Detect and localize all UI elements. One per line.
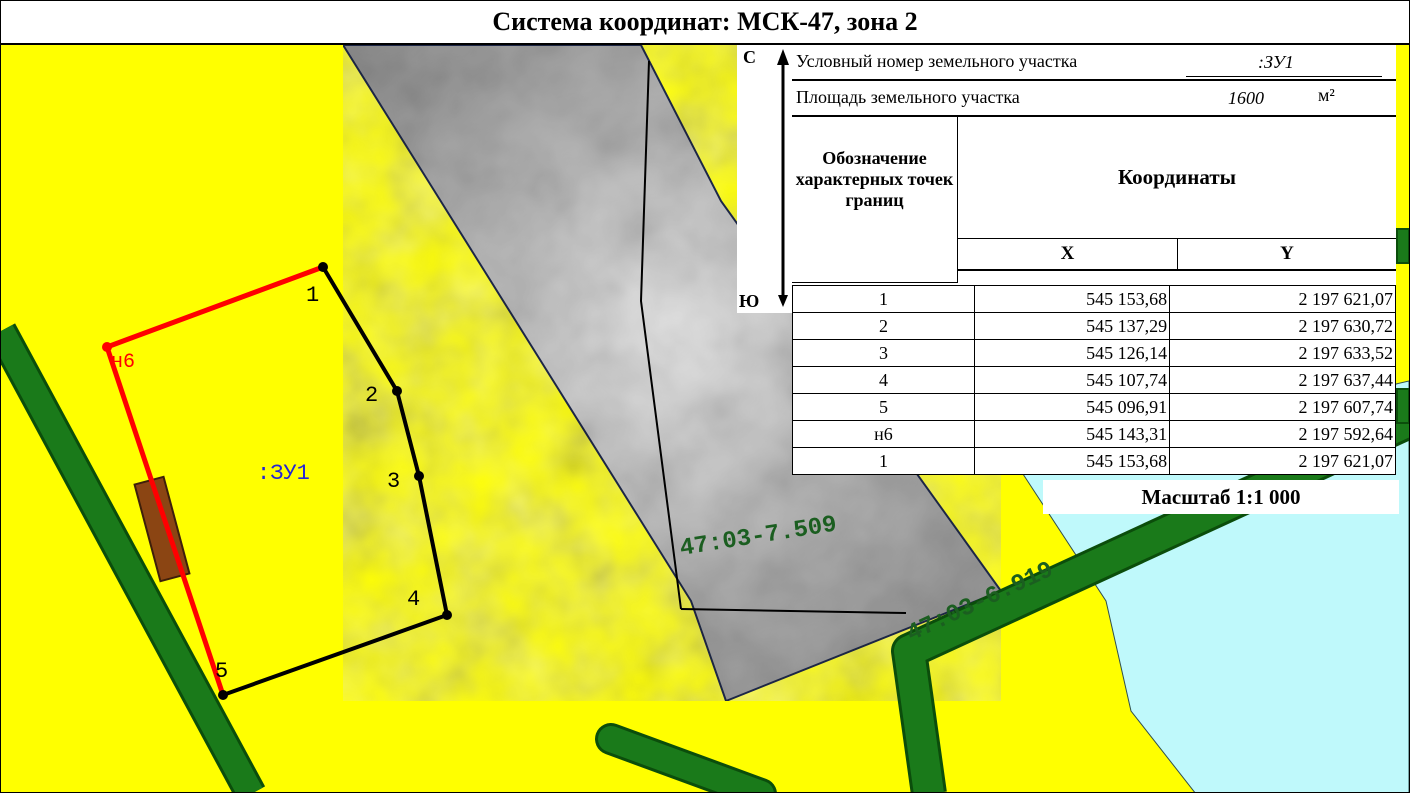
- y-cell: 2 197 607,74: [1169, 393, 1396, 421]
- x-cell: 545 096,91: [973, 393, 1171, 421]
- point-label: 3: [387, 469, 400, 494]
- x-cell: 545 137,29: [973, 312, 1171, 340]
- y-cell: 2 197 630,72: [1169, 312, 1396, 340]
- orthophoto-cut-line-vertical: [639, 60, 682, 610]
- x-cell: 545 107,74: [973, 366, 1171, 394]
- south-label: Ю: [739, 291, 760, 311]
- point-cell: 1: [792, 447, 975, 475]
- boundary-point-new[interactable]: [102, 342, 112, 352]
- y-cell: 2 197 637,44: [1169, 366, 1396, 394]
- road-stub-right-mid: [1396, 388, 1409, 424]
- boundary-point[interactable]: [218, 690, 228, 700]
- road-left-fill: [1, 324, 263, 792]
- y-cell: 2 197 633,52: [1169, 339, 1396, 367]
- boundary-point[interactable]: [392, 386, 402, 396]
- road-stub-right-top: [1396, 228, 1409, 264]
- north-arrow: С Ю: [737, 45, 795, 313]
- parcel-number-underline: [1186, 76, 1382, 77]
- point-label: 5: [215, 659, 228, 684]
- orthophoto-cut-line-horizontal: [680, 608, 907, 614]
- header-point-designation: Обозначение характерных точек границ: [792, 117, 958, 283]
- point-cell: 4: [792, 366, 975, 394]
- north-label: С: [743, 47, 756, 67]
- x-cell: 545 153,68: [973, 285, 1171, 313]
- boundary-point[interactable]: [318, 262, 328, 272]
- point-cell: 1: [792, 285, 975, 313]
- parcel-area-value: 1600: [1228, 88, 1264, 108]
- point-cell: 2: [792, 312, 975, 340]
- point-label: 4: [407, 587, 420, 612]
- point-cell: 5: [792, 393, 975, 421]
- boundary-point[interactable]: [414, 471, 424, 481]
- y-cell: 2 197 621,07: [1169, 447, 1396, 475]
- point-label-new: н6: [111, 351, 135, 374]
- road-bottom-fill: [598, 726, 774, 792]
- coords-table-header: Обозначение характерных точек границ Коо…: [792, 117, 1396, 285]
- parcel-info-panel: Условный номер земельного участка :ЗУ1 П…: [792, 45, 1396, 475]
- parcel-label: :ЗУ1: [257, 461, 310, 486]
- point-label: 2: [365, 383, 378, 408]
- y-cell: 2 197 592,64: [1169, 420, 1396, 448]
- boundary-point[interactable]: [442, 610, 452, 620]
- header-x: X: [958, 238, 1178, 271]
- parcel-number-label: Условный номер земельного участка: [796, 51, 1078, 71]
- x-cell: 545 153,68: [973, 447, 1171, 475]
- header-y: Y: [1178, 238, 1396, 271]
- parcel-area-unit: м²: [1318, 85, 1335, 105]
- parcel-number-value: :ЗУ1: [1258, 52, 1294, 72]
- scale-label: Масштаб 1:1 000: [1043, 480, 1399, 514]
- x-cell: 545 126,14: [973, 339, 1171, 367]
- point-cell: 3: [792, 339, 975, 367]
- x-cell: 545 143,31: [973, 420, 1171, 448]
- point-label: 1: [306, 283, 319, 308]
- point-cell: н6: [792, 420, 975, 448]
- parcel-area-label: Площадь земельного участка: [796, 87, 1020, 107]
- header-coordinates: Координаты: [958, 117, 1396, 239]
- parcel-area-row: Площадь земельного участка 1600 м²: [792, 81, 1396, 117]
- parcel-number-row: Условный номер земельного участка :ЗУ1: [792, 45, 1396, 81]
- north-arrow-icon: [777, 49, 789, 307]
- coordinate-system-title: Система координат: МСК-47, зона 2: [1, 1, 1409, 45]
- y-cell: 2 197 621,07: [1169, 285, 1396, 313]
